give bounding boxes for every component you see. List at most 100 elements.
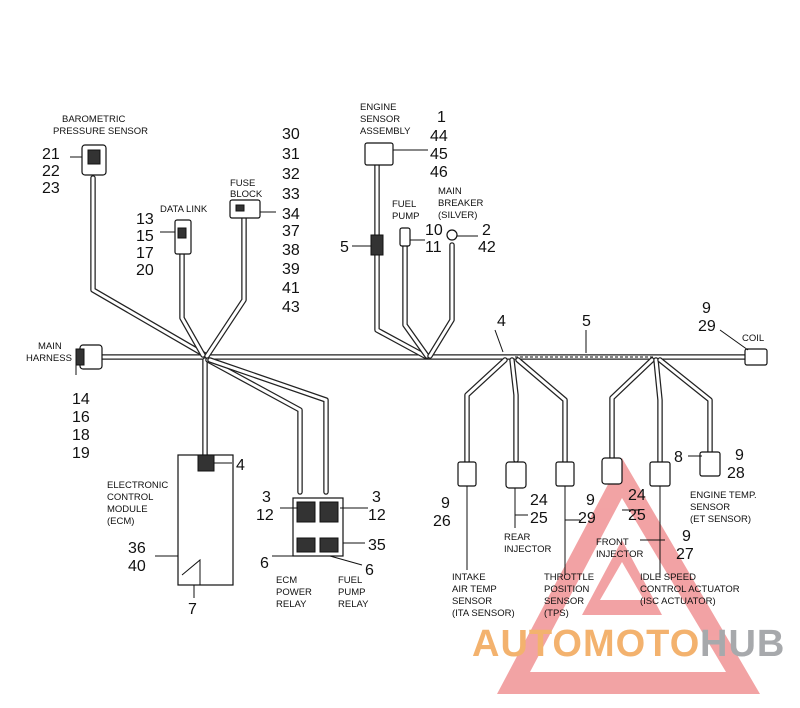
isc-label-3: (ISC ACTUATOR) — [640, 596, 716, 607]
ecm-relay-six: 6 — [260, 555, 269, 572]
fuse-num-5: 34 — [282, 206, 300, 223]
ecm-relay-num-1: 3 — [262, 489, 271, 506]
fuse-label-1: FUSE — [230, 178, 255, 189]
datalink-num-2: 15 — [136, 228, 154, 245]
engine-num-3: 45 — [430, 146, 448, 163]
tps-label-2: POSITION — [544, 584, 590, 595]
ecm-label-3: MODULE — [107, 504, 148, 515]
ecm-num-2: 40 — [128, 558, 146, 575]
baro-label-2: PRESSURE SENSOR — [53, 126, 148, 137]
fuse-label-2: BLOCK — [230, 189, 263, 200]
main-harness-num-3: 18 — [72, 427, 90, 444]
fuelpump-label-2: PUMP — [392, 211, 419, 222]
data-link-connector-icon — [160, 219, 192, 255]
et-sensor-icon — [688, 451, 721, 477]
fuse-num-7: 38 — [282, 242, 300, 259]
watermark-auto: AUTOMOTO — [472, 623, 700, 665]
datalink-label: DATA LINK — [160, 204, 208, 215]
rear-label-2: INJECTOR — [504, 544, 551, 555]
fuel-relay-35: 35 — [368, 537, 386, 554]
ecm-num-1: 36 — [128, 540, 146, 557]
breaker-label-3: (SILVER) — [438, 210, 477, 221]
ecm-relay-label-1: ECM — [276, 575, 297, 586]
coil-num-1: 9 — [702, 300, 711, 317]
et-label-1: ENGINE TEMP. — [690, 490, 757, 501]
fuel-relay-six: 6 — [365, 562, 374, 579]
fuelpump-num-1: 10 — [425, 222, 443, 239]
main-harness-num-4: 19 — [72, 445, 90, 462]
fuelpump-num-2: 11 — [425, 239, 442, 256]
datalink-num-3: 17 — [136, 245, 154, 262]
ecm-relay-label-2: POWER — [276, 587, 312, 598]
fuse-num-2: 31 — [282, 146, 300, 163]
front-num-2: 25 — [628, 507, 646, 524]
ecm-relay-label-3: RELAY — [276, 599, 307, 610]
tps-icon — [555, 461, 575, 575]
et-num-1: 9 — [735, 447, 744, 464]
front-num-1: 24 — [628, 487, 646, 504]
fuel-pump-connector-icon — [399, 227, 425, 247]
isc-label-2: CONTROL ACTUATOR — [640, 584, 740, 595]
ita-label-4: (ITA SENSOR) — [452, 608, 515, 619]
datalink-num-4: 20 — [136, 262, 154, 279]
harness-clip-left-icon — [352, 234, 384, 256]
engine-label-1: ENGINE — [360, 102, 396, 113]
coil-num-2: 29 — [698, 318, 716, 335]
fuel-relay-num-1: 3 — [372, 489, 381, 506]
harness-num-4: 4 — [497, 313, 506, 330]
branch-wires — [90, 162, 713, 495]
ita-num-2: 26 — [433, 513, 451, 530]
isc-num-2: 27 — [676, 546, 694, 563]
clip-left-num: 5 — [340, 239, 349, 256]
breaker-label-1: MAIN — [438, 186, 462, 197]
ecm-relay-num-2: 12 — [256, 507, 274, 524]
watermark-hub: HUB — [700, 623, 785, 665]
rear-num-1: 24 — [530, 492, 548, 509]
ecm-bottom-num: 7 — [188, 601, 197, 618]
et-label-2: SENSOR — [690, 502, 730, 513]
engine-num-4: 46 — [430, 164, 448, 181]
main-breaker-icon — [446, 229, 478, 241]
baro-sensor-icon — [70, 144, 107, 176]
rear-label-1: REAR — [504, 532, 531, 543]
ecm-label-1: ELECTRONIC — [107, 480, 168, 491]
baro-num-2: 22 — [42, 163, 60, 180]
coil-label: COIL — [742, 333, 764, 344]
engine-label-2: SENSOR — [360, 114, 400, 125]
engine-sensor-assembly-icon — [364, 142, 428, 166]
ita-label-1: INTAKE — [452, 572, 486, 583]
et-num-2: 28 — [727, 465, 745, 482]
datalink-num-1: 13 — [136, 211, 154, 228]
fuel-relay-num-2: 12 — [368, 507, 386, 524]
fuelpump-label-1: FUEL — [392, 199, 416, 210]
ita-num-1: 9 — [441, 495, 450, 512]
fuse-num-8: 39 — [282, 261, 300, 278]
main-harness-connector-icon — [75, 344, 103, 375]
main-harness-num-1: 14 — [72, 391, 90, 408]
rear-num-2: 25 — [530, 510, 548, 527]
baro-num-1: 21 — [42, 146, 60, 163]
ita-label-2: AIR TEMP — [452, 584, 497, 595]
fuse-num-9: 41 — [282, 280, 300, 297]
isc-actuator-icon — [649, 461, 671, 578]
fuse-num-6: 37 — [282, 223, 300, 240]
fuel-relay-label-1: FUEL — [338, 575, 362, 586]
main-harness-num-2: 16 — [72, 409, 90, 426]
isc-label-1: IDLE SPEED — [640, 572, 696, 583]
coil-connector-icon — [719, 329, 768, 366]
rear-injector-icon — [505, 461, 527, 528]
engine-num-2: 44 — [430, 128, 448, 145]
breaker-num-1: 2 — [482, 222, 491, 239]
front-label-2: INJECTOR — [596, 549, 643, 560]
breaker-label-2: BREAKER — [438, 198, 484, 209]
main-harness-label-1: MAIN — [38, 341, 62, 352]
fuse-num-10: 43 — [282, 299, 300, 316]
ita-sensor-icon — [457, 461, 477, 570]
breaker-num-2: 42 — [478, 239, 496, 256]
leader-lines — [494, 329, 665, 541]
main-harness-label-2: HARNESS — [26, 353, 72, 364]
ecm-num-top: 4 — [236, 457, 245, 474]
et-label-3: (ET SENSOR) — [690, 514, 751, 525]
